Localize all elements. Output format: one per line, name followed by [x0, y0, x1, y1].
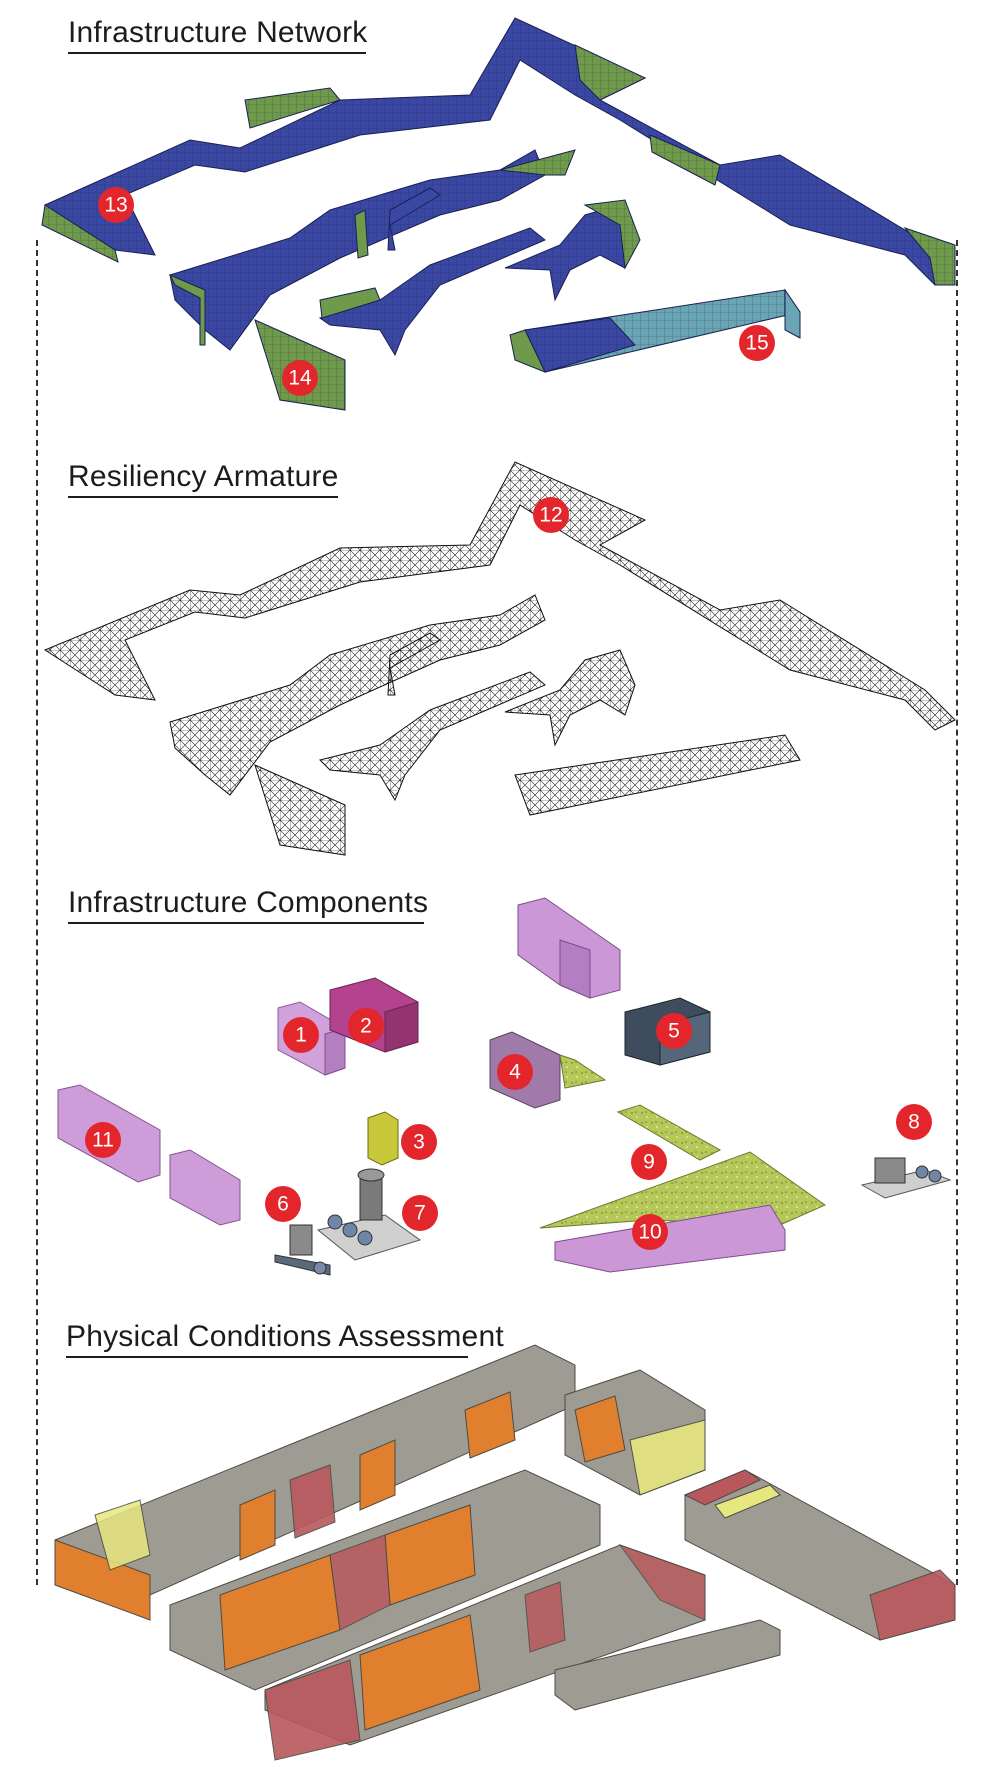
component-equipment-7	[316, 1168, 422, 1261]
svg-text:4: 4	[509, 1061, 521, 1084]
title-resiliency-armature: Resiliency Armature	[68, 460, 339, 493]
armature-mesh-bridge	[514, 734, 801, 816]
component-block-10	[539, 1151, 827, 1273]
building-segment-red	[869, 1569, 956, 1641]
armature-mesh-inner	[319, 671, 546, 802]
building-segment-orange	[359, 1614, 481, 1731]
infrastructure-components-layer	[57, 897, 952, 1276]
component-equipment-6	[274, 1224, 331, 1276]
svg-text:13: 13	[104, 194, 127, 217]
title-underline	[68, 496, 338, 498]
marker-11: 11	[85, 1122, 121, 1158]
marker-4: 4	[497, 1054, 533, 1090]
building-segment-orange	[464, 1391, 516, 1459]
marker-9: 9	[631, 1144, 667, 1180]
armature-mesh-inner	[169, 594, 546, 796]
marker-13: 13	[98, 187, 134, 223]
building-slab	[554, 1619, 781, 1711]
svg-text:7: 7	[414, 1202, 426, 1225]
title-underline	[68, 52, 366, 54]
marker-10: 10	[632, 1214, 668, 1250]
marker-1: 1	[283, 1017, 319, 1053]
title-physical-conditions-assessment: Physical Conditions Assessment	[66, 1320, 504, 1353]
marker-2: 2	[348, 1008, 384, 1044]
building-segment-orange	[359, 1439, 396, 1511]
marker-12: 12	[533, 497, 569, 533]
building-segment-red	[264, 1659, 361, 1761]
component-equipment-8	[860, 1157, 952, 1199]
component-block-11	[57, 1084, 241, 1226]
marker-3: 3	[401, 1124, 437, 1160]
armature-mesh-outer	[43, 461, 956, 731]
component-green-roof-9	[616, 1104, 722, 1161]
network-wall-green	[354, 209, 369, 259]
building-segment-red	[683, 1469, 762, 1506]
building-segment-orange	[574, 1395, 626, 1463]
marker-7: 7	[402, 1195, 438, 1231]
svg-text:8: 8	[908, 1111, 920, 1134]
svg-text:3: 3	[413, 1131, 425, 1154]
network-wall-green	[784, 288, 801, 339]
marker-6: 6	[265, 1186, 301, 1222]
svg-text:6: 6	[277, 1193, 289, 1216]
network-wall-green	[319, 287, 381, 319]
svg-text:1: 1	[295, 1024, 307, 1047]
building-segment-red	[289, 1464, 336, 1539]
dashed-guide-left	[36, 240, 38, 1585]
dashed-guide-right	[956, 240, 958, 1585]
resiliency-armature-layer	[43, 461, 956, 856]
building-segment-red	[618, 1543, 706, 1621]
building-segment-red	[524, 1581, 566, 1653]
svg-text:15: 15	[745, 332, 768, 355]
title-infrastructure-components: Infrastructure Components	[68, 886, 429, 919]
svg-text:5: 5	[668, 1020, 680, 1043]
svg-text:12: 12	[539, 504, 562, 527]
marker-14: 14	[282, 360, 318, 396]
building-segment-yellow	[714, 1484, 781, 1519]
network-ribbon-inner	[387, 187, 441, 251]
component-block-purple	[517, 897, 621, 999]
physical-conditions-layer	[54, 1344, 956, 1761]
armature-mesh-wall	[254, 764, 346, 856]
marker-8: 8	[896, 1104, 932, 1140]
building-segment-yellow	[629, 1419, 706, 1496]
svg-text:14: 14	[288, 367, 312, 390]
marker-5: 5	[656, 1013, 692, 1049]
title-infrastructure-network: Infrastructure Network	[68, 16, 368, 49]
component-block-3	[367, 1111, 399, 1166]
title-underline	[68, 922, 424, 924]
marker-15: 15	[739, 325, 775, 361]
title-underline	[66, 1356, 468, 1358]
svg-text:9: 9	[643, 1151, 655, 1174]
building-segment-yellow	[94, 1499, 151, 1571]
armature-mesh-inner	[387, 632, 441, 696]
armature-mesh-inner	[504, 649, 636, 747]
svg-text:11: 11	[92, 1129, 114, 1152]
svg-text:10: 10	[638, 1221, 661, 1244]
infrastructure-network-layer	[41, 17, 956, 411]
network-wall-green	[168, 274, 206, 346]
building-segment-red	[329, 1534, 391, 1631]
building-segment-orange	[239, 1489, 276, 1561]
svg-text:2: 2	[360, 1015, 372, 1038]
network-wall-green	[509, 329, 547, 373]
